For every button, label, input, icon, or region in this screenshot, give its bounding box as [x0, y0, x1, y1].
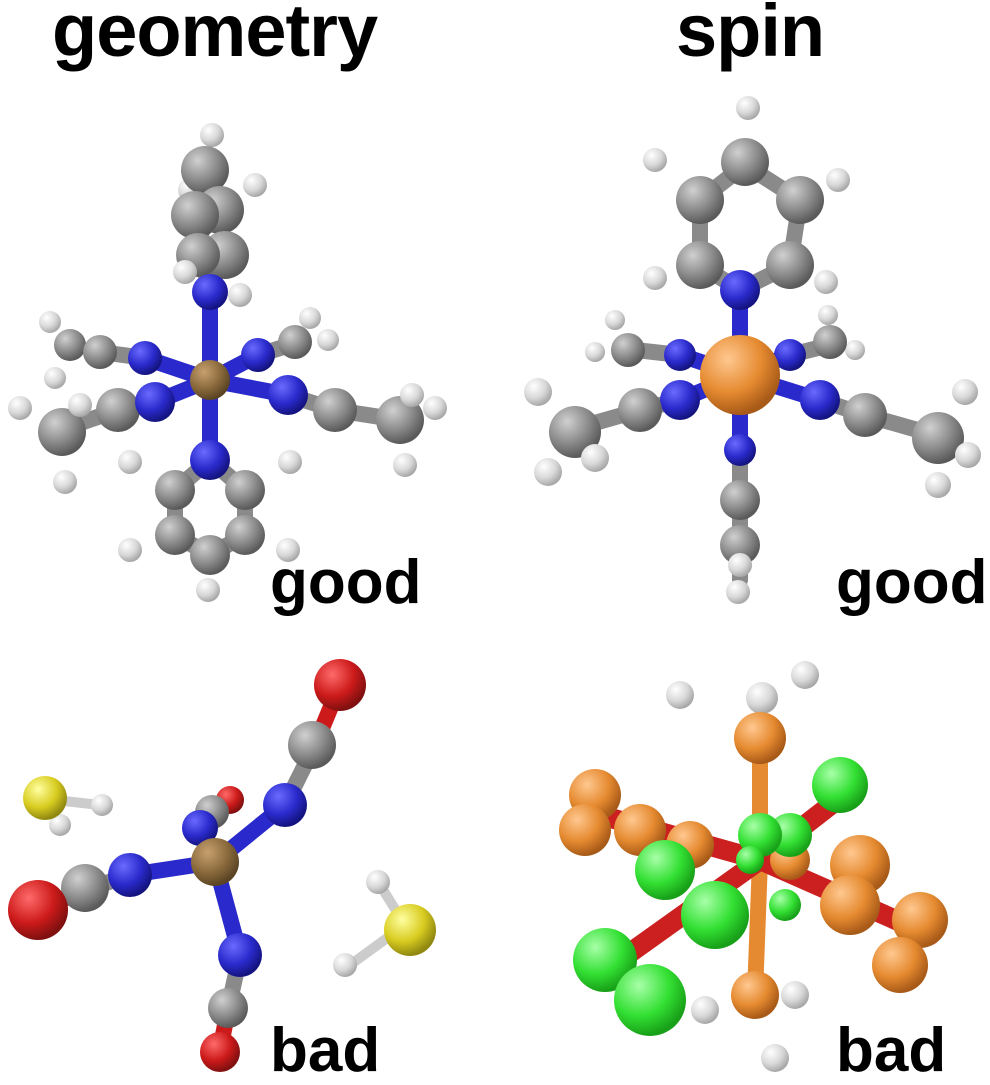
column-title-spin: spin [676, 0, 825, 72]
verdict-geometry-bottom: bad [270, 1016, 381, 1085]
molecule-spin-good [524, 96, 981, 604]
molecule-geometry-good [8, 123, 447, 602]
column-title-geometry: geometry [52, 0, 378, 72]
verdict-geometry-top: good [270, 548, 422, 617]
verdict-spin-top: good [836, 548, 988, 617]
molecule-spin-bad [559, 661, 948, 1072]
molecule-geometry-bad [8, 659, 436, 1072]
verdict-spin-bottom: bad [836, 1016, 947, 1085]
